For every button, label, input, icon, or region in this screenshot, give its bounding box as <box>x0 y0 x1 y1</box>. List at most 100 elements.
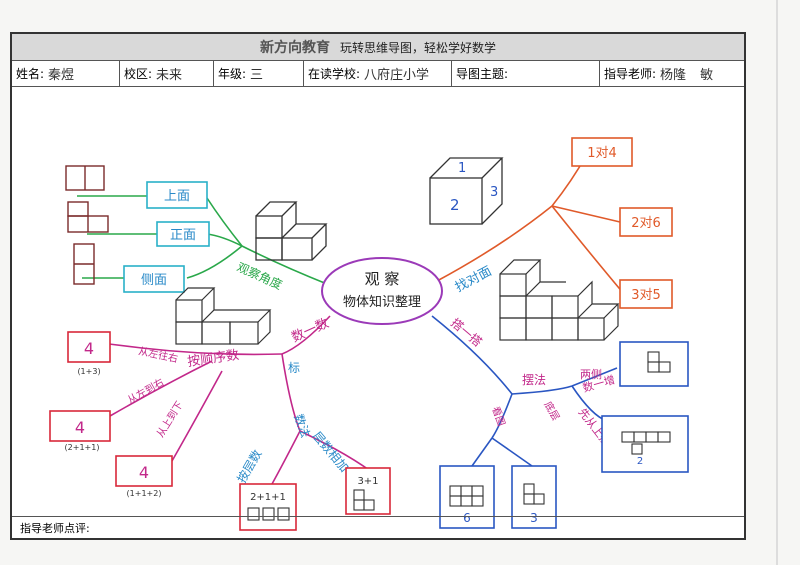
school-value: 八府庄小学 <box>364 67 430 83</box>
teacher-extra: 敏 <box>700 67 714 83</box>
view-side-label: 侧面 <box>141 273 167 288</box>
staircase-drawing <box>499 259 620 341</box>
view-front-label: 正面 <box>170 228 196 243</box>
front-view-grid <box>67 201 109 233</box>
brand-logo: 新方向教育 <box>259 40 330 56</box>
count-b-link <box>109 360 213 417</box>
count-a-sum: (1+3) <box>77 367 100 376</box>
build-3-link <box>491 437 533 467</box>
count-b-value: 4 <box>75 418 85 437</box>
count-b-sum: (2+1+1) <box>65 443 100 452</box>
count-c-link <box>171 370 223 462</box>
count-front-back-label: 从左到右 <box>125 375 166 406</box>
build-two-label: 两侧 <box>580 368 602 381</box>
mind-map: 观 察 物体知识整理 观察角度 上面 正面 侧面 找对面 1 2 3 1 <box>49 137 689 531</box>
count-c-sum: (1+1+2) <box>127 489 162 498</box>
grade-label: 年级: <box>218 66 247 81</box>
school-district-cell: 校区: 未来 <box>120 60 214 86</box>
count-mark-label: 标 <box>288 361 300 375</box>
teacher-value: 杨隆 <box>660 67 687 83</box>
top-view-grid <box>65 165 105 191</box>
title-bar: 新方向教育 玩转思维导图，轻松学好数学 <box>12 34 744 61</box>
slogan: 玩转思维导图，轻松学好数学 <box>339 40 496 55</box>
build-bottom-number: 2 <box>637 456 643 467</box>
cube-face-1: 1 <box>458 161 466 176</box>
branch-angle-line <box>241 245 328 285</box>
count-order-label: 按顺序数 <box>186 348 240 370</box>
layer-a-grid <box>247 507 290 521</box>
build-bottom-grid <box>621 431 671 455</box>
build-top-link <box>571 367 618 387</box>
topic-label: 导图主题: <box>456 66 509 81</box>
name-cell: 姓名: 秦煜 <box>12 60 120 86</box>
build-seen-label: 看图 <box>489 405 508 428</box>
angle-branch-label: 观察角度 <box>235 259 285 292</box>
pair-1-label: 1对4 <box>587 146 617 161</box>
count-mark-line <box>281 353 301 432</box>
count-a-box <box>67 331 111 363</box>
build-top-grid <box>647 351 671 373</box>
build-method-label: 摆法 <box>522 373 546 387</box>
branch-count-line <box>281 315 331 355</box>
angle-top-line <box>206 197 243 247</box>
pair-3-line <box>551 205 625 295</box>
build-6-grid <box>449 485 484 507</box>
view-front-box <box>156 221 210 247</box>
school-cell: 在读学校: 八府庄小学 <box>304 60 452 86</box>
school-district-label: 校区: <box>124 66 153 81</box>
worksheet: 新方向教育 玩转思维导图，轻松学好数学 姓名: 秦煜 校区: 未来 年级: 三 … <box>10 32 746 540</box>
school-label: 在读学校: <box>308 66 361 81</box>
count-a-link <box>108 343 143 349</box>
name-label: 姓名: <box>16 66 45 81</box>
count-cube-drawing <box>175 287 272 345</box>
center-title: 观 察 <box>365 270 400 288</box>
topic-cell: 导图主题: <box>452 60 600 86</box>
branch-pairs-line <box>436 205 553 282</box>
layer-a-sum: 2+1+1 <box>250 492 286 503</box>
side-view-grid <box>73 243 95 285</box>
build-bottom-box <box>601 415 689 473</box>
layer-a-link <box>271 430 301 485</box>
pair-2-box <box>619 207 673 237</box>
layer-b-grid <box>353 489 375 511</box>
binder-edge <box>776 0 778 565</box>
build-left-line <box>491 393 513 439</box>
comment-label: 指导老师点评: <box>20 521 90 535</box>
pair-2-label: 2对6 <box>631 216 661 231</box>
teacher-label: 指导老师: <box>604 66 657 81</box>
count-order-line <box>141 347 283 356</box>
view-side-box <box>123 265 185 293</box>
build-6-box <box>439 465 495 529</box>
branch-build-line <box>431 315 513 395</box>
build-6-number: 6 <box>463 511 471 525</box>
pair-2-line <box>551 205 621 223</box>
pair-3-label: 3对5 <box>631 288 661 303</box>
build-3-number: 3 <box>530 511 538 525</box>
numbered-cube <box>429 157 504 225</box>
count-c-value: 4 <box>139 463 149 482</box>
build-3-grid <box>523 483 545 505</box>
layer-b-box <box>345 467 391 515</box>
pair-3-box <box>619 279 673 309</box>
grade-cell: 年级: 三 <box>214 60 304 86</box>
count-left-right-label: 从左往右 <box>137 344 179 365</box>
info-row: 姓名: 秦煜 校区: 未来 年级: 三 在读学校: 八府庄小学 导图主题: 指导… <box>12 60 744 87</box>
count-layer-label: 按层数 <box>234 447 265 486</box>
view-top-box <box>146 181 208 209</box>
layer-b-sum: 3+1 <box>357 476 378 487</box>
count-c-box <box>115 455 173 487</box>
count-branch-label: 数一数 <box>290 316 332 346</box>
cube-face-3: 3 <box>490 185 498 200</box>
teacher-cell: 指导老师: 杨隆 敏 <box>600 60 744 86</box>
angle-cube-drawing <box>255 201 328 261</box>
grade-value: 三 <box>250 67 264 83</box>
pair-1-box <box>571 137 633 167</box>
build-6-link <box>471 437 493 467</box>
build-more-label: 底层 <box>541 399 562 423</box>
count-top-bottom-label: 从上到下 <box>154 399 185 439</box>
footer: 指导老师点评: <box>12 516 744 538</box>
angle-side-line <box>186 245 243 279</box>
count-b-box <box>49 410 111 442</box>
cube-face-2: 2 <box>450 196 460 214</box>
count-a-value: 4 <box>84 339 94 358</box>
